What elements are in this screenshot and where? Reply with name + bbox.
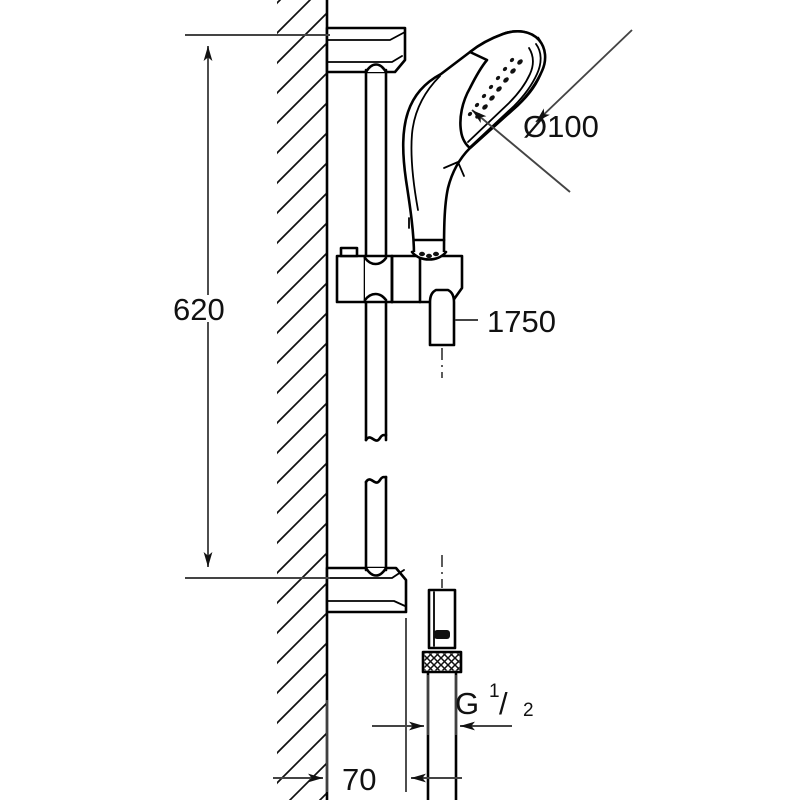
thread-size-label: G 1 / 2 (455, 681, 534, 721)
wall-projection-dimension (273, 618, 462, 792)
slide-rail (364, 68, 388, 572)
hose-length-label: 1750 (487, 304, 556, 339)
hand-shower-head (401, 30, 547, 261)
wall-section-hatched (277, 0, 329, 800)
head-diameter-label: Ø100 (523, 109, 599, 144)
wall-projection-label: 70 (342, 762, 376, 797)
thread-numerator: 1 (489, 681, 500, 702)
hose-cone-connector (427, 588, 457, 650)
rail-height-label: 620 (173, 292, 225, 327)
lower-wall-bracket (325, 566, 408, 614)
upper-wall-bracket (325, 26, 407, 74)
thread-size-dimension (372, 675, 512, 735)
wall-hatching (277, 0, 327, 800)
thread-solidus: / (499, 686, 508, 721)
head-diameter-dimension (471, 29, 633, 193)
thread-letter: G (455, 686, 479, 721)
thread-denominator: 2 (523, 700, 534, 721)
rail-break-symbol (364, 433, 388, 484)
shower-hose (421, 288, 463, 800)
rail-height-dimension (185, 34, 330, 579)
holder-clamp-lever (339, 246, 359, 258)
